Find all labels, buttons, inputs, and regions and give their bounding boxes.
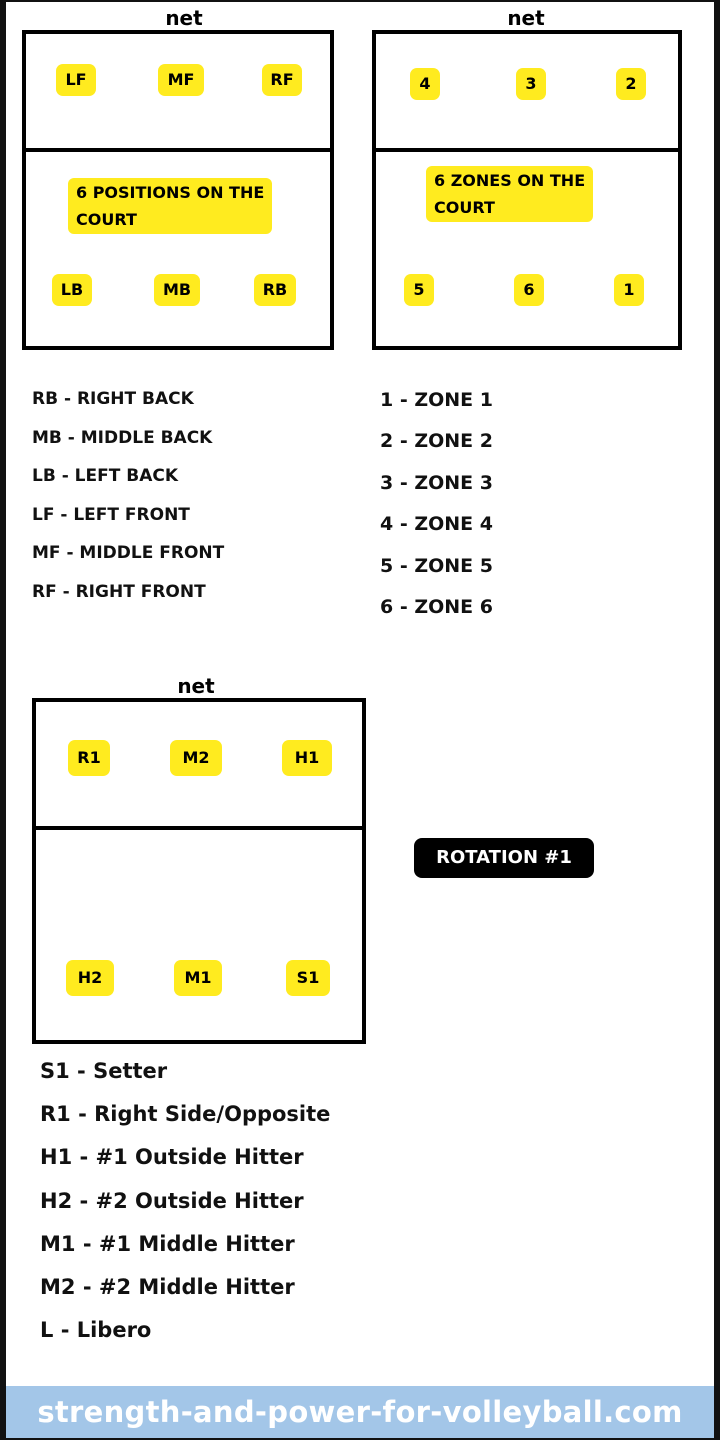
legend-item: H1 - #1 Outside Hitter — [40, 1145, 304, 1170]
player-tag-h2: H2 — [66, 960, 114, 996]
legend-item: RB - RIGHT BACK — [32, 389, 194, 409]
legend-item: LF - LEFT FRONT — [32, 504, 190, 525]
zone-tag-5: 5 — [404, 274, 434, 306]
positions-note: 6 POSITIONS ON THE COURT — [68, 178, 273, 234]
rotation-court: R1 M2 H1 H2 M1 S1 — [32, 698, 366, 1044]
legend-item: 3 - ZONE 3 — [380, 471, 493, 494]
zones-note: 6 ZONES ON THE COURT — [426, 166, 594, 222]
positions-legend: RB - RIGHT BACK MB - MIDDLE BACK LB - LE… — [32, 380, 224, 612]
player-tag-r1: R1 — [68, 740, 110, 776]
player-tag-s1: S1 — [286, 960, 330, 996]
net-label: net — [507, 6, 545, 30]
net-label: net — [177, 674, 215, 698]
legend-item: H2 - #2 Outside Hitter — [40, 1188, 304, 1213]
zones-note-line2: COURT — [434, 198, 495, 217]
zones-legend: 1 - ZONE 1 2 - ZONE 2 3 - ZONE 3 4 - ZON… — [380, 380, 493, 628]
legend-item: 4 - ZONE 4 — [380, 513, 493, 536]
player-tag-m2: M2 — [170, 740, 222, 776]
position-tag-mf: MF — [158, 64, 204, 96]
zone-tag-2: 2 — [616, 68, 646, 100]
infographic: net LF MF RF 6 POSITIONS ON THE COURT LB… — [6, 2, 714, 1438]
footer-website: strength-and-power-for-volleyball.com — [6, 1386, 714, 1438]
zones-court: 4 3 2 6 ZONES ON THE COURT 5 6 1 — [372, 30, 682, 350]
legend-item: LB - LEFT BACK — [32, 466, 179, 487]
legend-item: 6 - ZONE 6 — [380, 596, 493, 619]
legend-item: S1 - Setter — [40, 1059, 168, 1083]
positions-note-line2: COURT — [76, 210, 137, 229]
legend-item: M2 - #2 Middle Hitter — [40, 1275, 295, 1300]
court-net-line — [376, 148, 678, 152]
legend-item: 5 - ZONE 5 — [380, 554, 493, 577]
legend-item: MB - MIDDLE BACK — [32, 427, 213, 448]
legend-item: RF - RIGHT FRONT — [32, 581, 206, 602]
player-tag-m1: M1 — [174, 960, 222, 996]
zone-tag-4: 4 — [410, 68, 440, 100]
legend-item: L - Libero — [40, 1318, 152, 1343]
zones-note-line1: 6 ZONES ON THE — [434, 171, 586, 190]
legend-item: MF - MIDDLE FRONT — [32, 543, 225, 564]
positions-note-line1: 6 POSITIONS ON THE — [76, 183, 265, 202]
position-tag-rb: RB — [254, 274, 296, 306]
zone-tag-3: 3 — [516, 68, 546, 100]
positions-court: LF MF RF 6 POSITIONS ON THE COURT LB MB … — [22, 30, 334, 350]
players-legend: S1 - Setter R1 - Right Side/Opposite H1 … — [40, 1050, 330, 1352]
legend-item: M1 - #1 Middle Hitter — [40, 1231, 295, 1256]
position-tag-lb: LB — [52, 274, 92, 306]
zone-tag-1: 1 — [614, 274, 644, 306]
position-tag-lf: LF — [56, 64, 96, 96]
rotation-label: ROTATION #1 — [414, 838, 594, 878]
player-tag-h1: H1 — [282, 740, 332, 776]
net-label: net — [165, 6, 203, 30]
position-tag-mb: MB — [154, 274, 200, 306]
zone-tag-6: 6 — [514, 274, 544, 306]
legend-item: 1 - ZONE 1 — [380, 389, 493, 411]
court-net-line — [36, 826, 362, 830]
legend-item: 2 - ZONE 2 — [380, 430, 493, 453]
court-net-line — [26, 148, 330, 152]
position-tag-rf: RF — [262, 64, 302, 96]
legend-item: R1 - Right Side/Opposite — [40, 1102, 331, 1127]
